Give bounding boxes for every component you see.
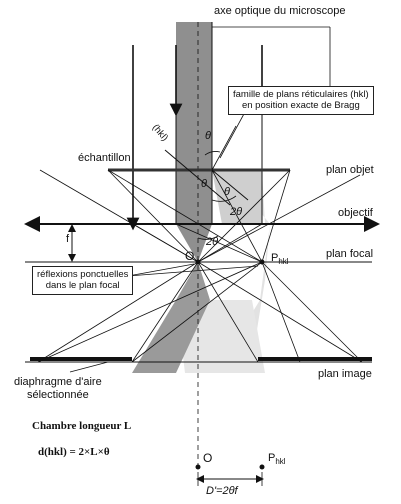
focal-O-label: O — [185, 249, 195, 263]
point-reflections-line-2: dans le plan focal — [45, 280, 120, 292]
two-theta-label-lens: 2θ — [206, 236, 219, 248]
image-O-label: O — [203, 451, 213, 465]
theta-label-top: θ — [205, 130, 211, 142]
object-plane-label: plan objet — [326, 164, 374, 176]
ray-bundle — [37, 169, 363, 363]
focal-point-P — [259, 259, 265, 265]
objective-label: objectif — [338, 207, 373, 219]
image-P-label: Phkl — [268, 452, 286, 467]
focal-P-label: Phkl — [271, 252, 289, 267]
direct-beam-lower — [132, 262, 210, 373]
two-theta-label: 2θ — [230, 206, 243, 218]
diaphragm-line-1: diaphragme d'aire — [14, 376, 102, 388]
theta-label-mid: θ — [201, 178, 207, 190]
image-point-P — [259, 464, 265, 470]
point-reflections-box: réflexions ponctuelles dans le plan foca… — [32, 266, 134, 295]
image-point-O — [195, 464, 201, 470]
distance-label: D'=2θf — [206, 485, 238, 497]
theta-label-right: θ — [224, 186, 230, 198]
focal-plane-label: plan focal — [326, 248, 374, 260]
hkl-plane — [164, 149, 231, 206]
plane-family-box: famille de plans réticulaires (hkl) en p… — [228, 86, 374, 115]
chamber-label: Chambre longueur L — [32, 420, 132, 432]
two-theta-arc — [211, 195, 237, 202]
diaphragm-line-2: sélectionnée — [26, 388, 89, 401]
formula-label: d(hkl) = 2×L×θ — [38, 446, 110, 458]
theta-arc — [204, 151, 221, 156]
sample-label: échantillon — [78, 152, 131, 164]
diaphragm-label: diaphragme d'aire sélectionnée — [14, 376, 102, 401]
plane-family-line-2: en position exacte de Bragg — [241, 100, 360, 112]
diffracted-beam-shade — [215, 170, 270, 373]
image-plane-label: plan image — [318, 368, 372, 380]
point-reflections-line-1: réflexions ponctuelles — [37, 269, 129, 280]
plane-family-line-1: famille de plans réticulaires (hkl) — [233, 89, 369, 100]
focal-point-O — [195, 259, 201, 265]
optical-axis-label: axe optique du microscope — [214, 5, 346, 17]
direct-beam-shade — [176, 22, 212, 262]
focal-length-label: f — [66, 233, 70, 245]
